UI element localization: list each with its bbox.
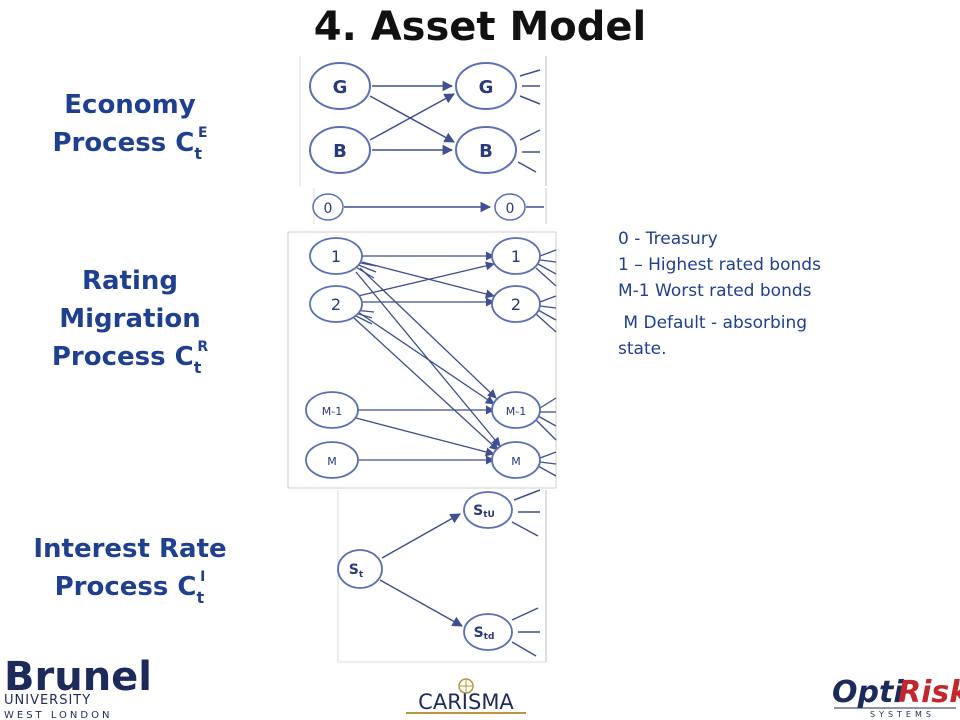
node-interest-down-label: Std — [474, 625, 495, 642]
node-g-right-label: G — [479, 77, 494, 98]
legend: 0 - Treasury 1 – Highest rated bonds M-1… — [618, 226, 918, 362]
node-rating-2-right-label: 2 — [511, 295, 521, 314]
carisma-logo: CARISMA — [406, 678, 526, 714]
legend-line-default: M Default - absorbing — [618, 313, 808, 333]
interest-label-line1: Interest Rate — [33, 534, 227, 564]
legend-line-treasury: 0 - Treasury — [618, 229, 718, 249]
slide-title: 4. Asset Model — [313, 4, 647, 50]
node-rating-2-left-label: 2 — [331, 295, 341, 314]
node-treasury-right: 0 — [494, 193, 526, 221]
node-rating-m-right-label: M — [511, 455, 521, 468]
node-rating-m-left-label: M — [327, 455, 337, 468]
optirisk-risk: Risk — [898, 675, 960, 710]
rating-label-line2: Migration — [59, 304, 201, 334]
node-rating-1-left-label: 1 — [331, 247, 341, 266]
optirisk-opti: Opti — [832, 675, 904, 710]
interest-panel — [337, 490, 547, 663]
rating-edges — [351, 249, 557, 477]
node-rating-1-left: 1 — [309, 237, 363, 275]
economy-panel — [299, 56, 547, 186]
brunel-name: Brunel — [4, 654, 152, 700]
interest-process-label: Interest Rate Process CtI — [20, 530, 240, 610]
interest-edges — [379, 489, 541, 657]
node-rating-1-right: 1 — [491, 237, 541, 275]
node-interest-root-label: St — [349, 562, 364, 580]
node-b-right: B — [455, 126, 517, 174]
node-rating-m1-right: M-1 — [491, 391, 541, 429]
carisma-name: CARISMA — [418, 690, 514, 714]
node-rating-1-right-label: 1 — [511, 247, 521, 266]
node-rating-2-left: 2 — [309, 285, 363, 323]
economy-edges — [369, 69, 541, 173]
brunel-west-london: WEST LONDON — [4, 710, 112, 720]
node-rating-m-right: M — [491, 441, 541, 479]
brunel-university: UNIVERSITY — [4, 693, 91, 708]
rating-nodes: 1 2 M-1 M 1 2 M-1 M — [305, 237, 541, 479]
rating-panel — [287, 231, 557, 489]
node-interest-root: St — [337, 549, 383, 589]
node-rating-m-left: M — [305, 441, 359, 479]
interest-label-line2: Process CtI — [54, 569, 206, 607]
node-interest-up-label: StU — [473, 503, 495, 520]
node-rating-m1-right-label: M-1 — [506, 405, 526, 418]
legend-line-highest: 1 – Highest rated bonds — [618, 255, 821, 275]
economy-label-line2: Process CtE — [52, 125, 208, 163]
node-treasury-left-label: 0 — [324, 201, 333, 217]
node-rating-2-right: 2 — [491, 285, 541, 323]
economy-label-line1: Economy — [64, 90, 196, 120]
node-g-right: G — [455, 62, 517, 110]
node-rating-m1-left-label: M-1 — [322, 405, 342, 418]
node-g-left-label: G — [333, 77, 348, 98]
node-treasury-left: 0 — [312, 193, 344, 221]
treasury-row: 0 0 — [312, 188, 547, 224]
rating-label-line1: Rating — [81, 266, 179, 296]
optirisk-systems: SYSTEMS — [870, 710, 935, 719]
node-treasury-right-label: 0 — [506, 201, 515, 217]
node-rating-m1-left: M-1 — [305, 391, 359, 429]
legend-line-state: state. — [618, 339, 667, 359]
node-b-right-label: B — [479, 141, 493, 162]
brunel-logo: Brunel UNIVERSITY WEST LONDON — [4, 654, 152, 720]
economy-process-label: Economy Process CtE — [30, 86, 230, 166]
node-interest-down: Std — [463, 613, 513, 651]
node-g-left: G — [309, 62, 371, 110]
legend-line-worst: M-1 Worst rated bonds — [618, 281, 812, 301]
optirisk-logo: Opti Risk SYSTEMS — [832, 675, 960, 719]
rating-label-line3: Process CtR — [51, 339, 209, 377]
economy-nodes: G B G B — [309, 62, 517, 174]
interest-nodes: St StU Std — [337, 491, 513, 651]
node-b-left-label: B — [333, 141, 347, 162]
node-interest-up: StU — [463, 491, 513, 529]
node-b-left: B — [309, 126, 371, 174]
rating-process-label: Rating Migration Process CtR — [30, 262, 230, 380]
